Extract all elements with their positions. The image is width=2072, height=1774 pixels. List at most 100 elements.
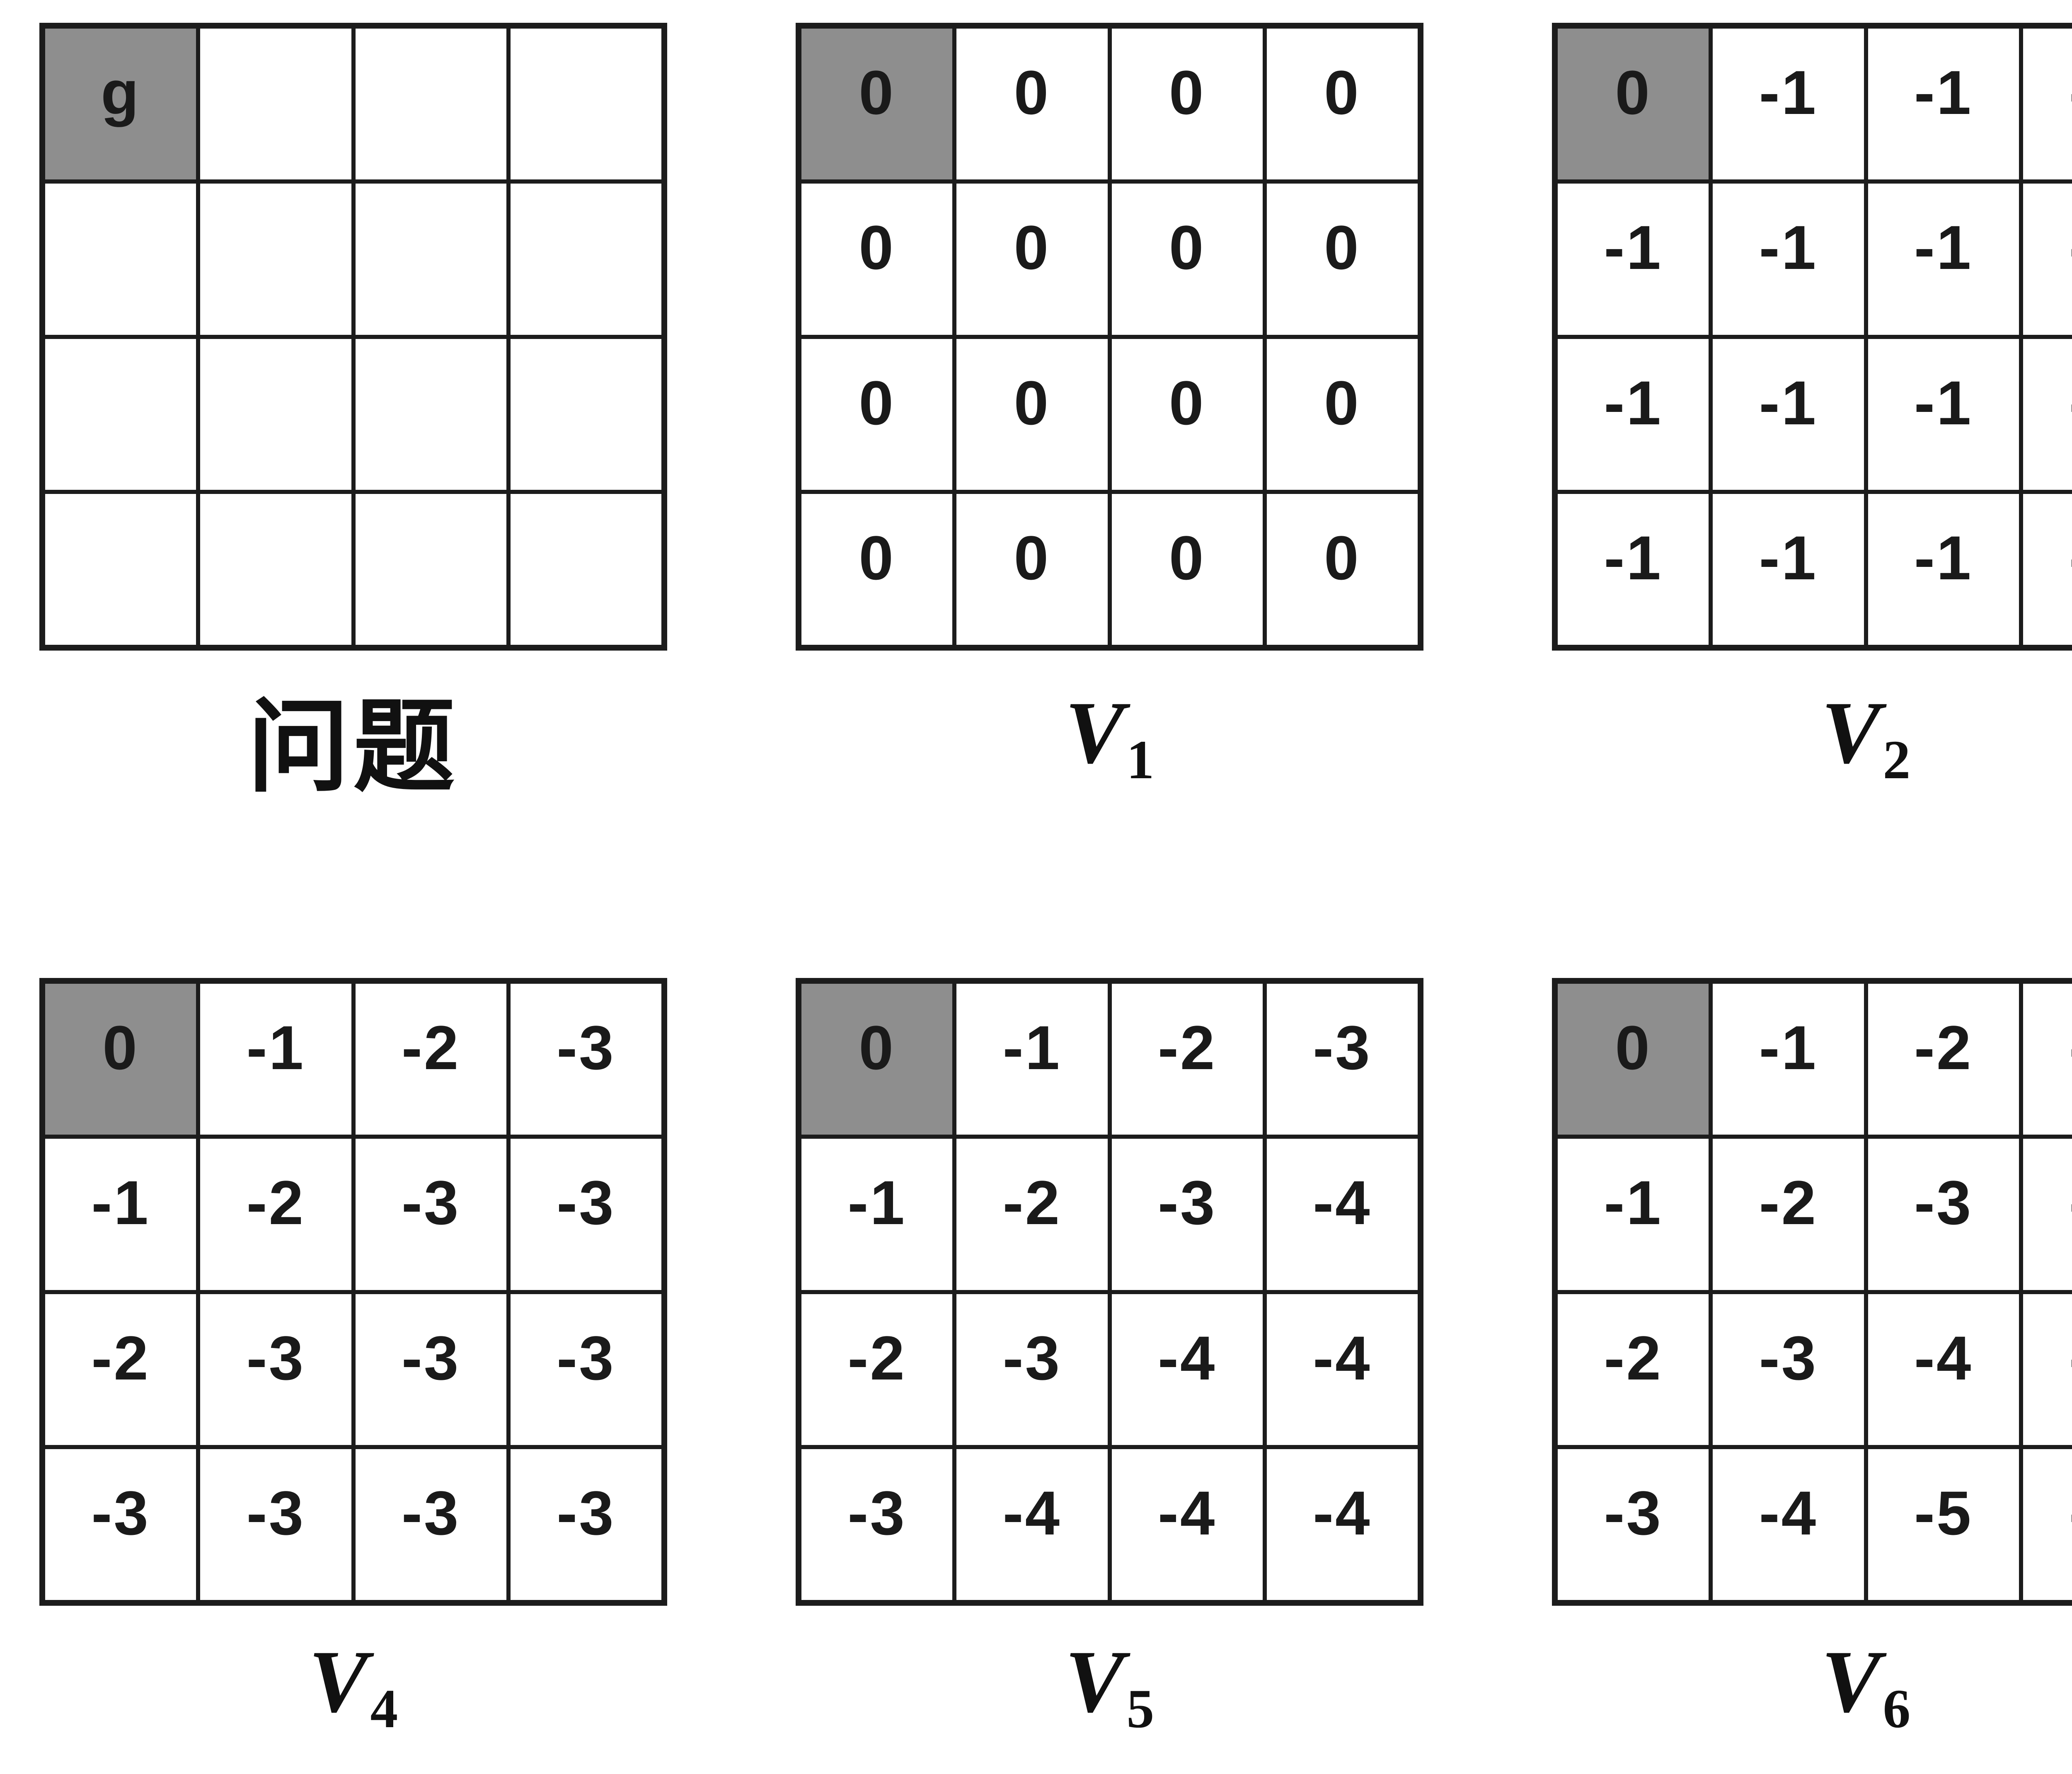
V2-cell-r2c0: -1: [1558, 339, 1709, 490]
V4-cell-r2c3: -3: [510, 1294, 661, 1445]
V2-label-subscript: 2: [1883, 728, 1911, 790]
V6-label: V6: [1821, 1637, 1910, 1736]
problem-cell-r2c0: [45, 339, 196, 490]
V6-cell-r0c0-goal: 0: [1558, 984, 1709, 1135]
V1-cell-r2c2: 0: [1111, 339, 1263, 490]
V6-cell-r0c2: -2: [1868, 984, 2019, 1135]
V4-cell-r3c0: -3: [45, 1449, 196, 1600]
V6-cell-r1c2: -3: [1868, 1139, 2019, 1290]
V2-cell-r1c0: -1: [1558, 184, 1709, 335]
problem-cell-r2c2: [355, 339, 506, 490]
V5-label: V5: [1065, 1637, 1154, 1736]
V4-cell-r1c2: -3: [355, 1139, 506, 1290]
V6-cell-r0c3: -3: [2023, 984, 2072, 1135]
V5-grid: 0-1-2-3-1-2-3-4-2-3-4-4-3-4-4-4: [796, 978, 1423, 1606]
V1-cell-r2c0: 0: [801, 339, 953, 490]
problem-cell-r3c0: [45, 494, 196, 645]
V2-cell-r3c3: -1: [2023, 494, 2072, 645]
problem-cell-r2c3: [510, 339, 661, 490]
problem-cell-r0c2: [355, 29, 506, 180]
V4-cell-r3c3: -3: [510, 1449, 661, 1600]
grid-unit-V6: 0-1-2-3-1-2-3-4-2-3-4-5-3-4-5-5V6: [1552, 978, 2072, 1767]
V1-cell-r0c0-goal: 0: [801, 29, 953, 180]
V5-label-subscript: 5: [1126, 1677, 1155, 1739]
V4-label-subscript: 4: [370, 1677, 398, 1739]
V5-cell-r2c0: -2: [801, 1294, 953, 1445]
problem-cell-r0c1: [200, 29, 351, 180]
V1-cell-r0c1: 0: [956, 29, 1108, 180]
V5-cell-r3c0: -3: [801, 1449, 953, 1600]
problem-grid: g: [39, 23, 667, 651]
V5-label-base: V: [1065, 1632, 1125, 1731]
problem-label-band: 问题: [248, 651, 459, 825]
V5-cell-r1c0: -1: [801, 1139, 953, 1290]
V5-cell-r0c3: -3: [1266, 984, 1418, 1135]
V5-cell-r3c3: -4: [1266, 1449, 1418, 1600]
V6-cell-r2c0: -2: [1558, 1294, 1709, 1445]
V2-cell-r3c2: -1: [1868, 494, 2019, 645]
problem-cell-r1c1: [200, 184, 351, 335]
V2-grid: 0-1-1-1-1-1-1-1-1-1-1-1-1-1-1-1: [1552, 23, 2072, 651]
V5-cell-r1c1: -2: [956, 1139, 1108, 1290]
grid-unit-problem: g 问题: [39, 23, 667, 825]
grid-unit-V2: 0-1-1-1-1-1-1-1-1-1-1-1-1-1-1-1V2: [1552, 23, 2072, 825]
V1-cell-r3c2: 0: [1111, 494, 1263, 645]
V1-cell-r1c2: 0: [1111, 184, 1263, 335]
V4-cell-r1c3: -3: [510, 1139, 661, 1290]
V1-cell-r0c3: 0: [1266, 29, 1418, 180]
problem-cell-r0c3: [510, 29, 661, 180]
problem-cell-r1c3: [510, 184, 661, 335]
V4-label-base: V: [308, 1632, 368, 1731]
problem-cell-r3c3: [510, 494, 661, 645]
V5-cell-r1c3: -4: [1266, 1139, 1418, 1290]
V1-cell-r1c0: 0: [801, 184, 953, 335]
V4-cell-r1c0: -1: [45, 1139, 196, 1290]
V6-cell-r2c3: -5: [2023, 1294, 2072, 1445]
V6-label-base: V: [1821, 1632, 1881, 1731]
V5-cell-r0c1: -1: [956, 984, 1108, 1135]
problem-cell-r1c0: [45, 184, 196, 335]
V2-label: V2: [1821, 688, 1910, 787]
V1-cell-r0c2: 0: [1111, 29, 1263, 180]
V2-cell-r2c3: -1: [2023, 339, 2072, 490]
V2-cell-r0c2: -1: [1868, 29, 2019, 180]
V1-label-subscript: 1: [1126, 728, 1155, 790]
V6-cell-r3c1: -4: [1713, 1449, 1864, 1600]
V2-label-base: V: [1821, 683, 1881, 782]
V6-cell-r3c2: -5: [1868, 1449, 2019, 1600]
V2-cell-r0c3: -1: [2023, 29, 2072, 180]
V1-cell-r1c1: 0: [956, 184, 1108, 335]
V5-label-band: V5: [1065, 1606, 1154, 1767]
V2-label-band: V2: [1821, 651, 1910, 825]
V2-cell-r0c1: -1: [1713, 29, 1864, 180]
V4-label: V4: [309, 1637, 398, 1736]
V4-cell-r2c2: -3: [355, 1294, 506, 1445]
problem-cell-r3c2: [355, 494, 506, 645]
V1-cell-r3c0: 0: [801, 494, 953, 645]
V4-cell-r2c0: -2: [45, 1294, 196, 1445]
problem-label: 问题: [247, 691, 459, 804]
problem-cell-r3c1: [200, 494, 351, 645]
V5-cell-r3c2: -4: [1111, 1449, 1263, 1600]
V5-cell-r2c2: -4: [1111, 1294, 1263, 1445]
V2-cell-r3c0: -1: [1558, 494, 1709, 645]
V4-cell-r1c1: -2: [200, 1139, 351, 1290]
V1-label-band: V1: [1065, 651, 1154, 825]
V4-cell-r2c1: -3: [200, 1294, 351, 1445]
V6-cell-r1c1: -2: [1713, 1139, 1864, 1290]
V5-cell-r0c2: -2: [1111, 984, 1263, 1135]
V4-grid: 0-1-2-3-1-2-3-3-2-3-3-3-3-3-3-3: [39, 978, 667, 1606]
V1-cell-r2c3: 0: [1266, 339, 1418, 490]
V1-cell-r1c3: 0: [1266, 184, 1418, 335]
problem-cell-r0c0-goal: g: [45, 29, 196, 180]
V4-cell-r0c0-goal: 0: [45, 984, 196, 1135]
problem-cell-r2c1: [200, 339, 351, 490]
V5-cell-r0c0-goal: 0: [801, 984, 953, 1135]
